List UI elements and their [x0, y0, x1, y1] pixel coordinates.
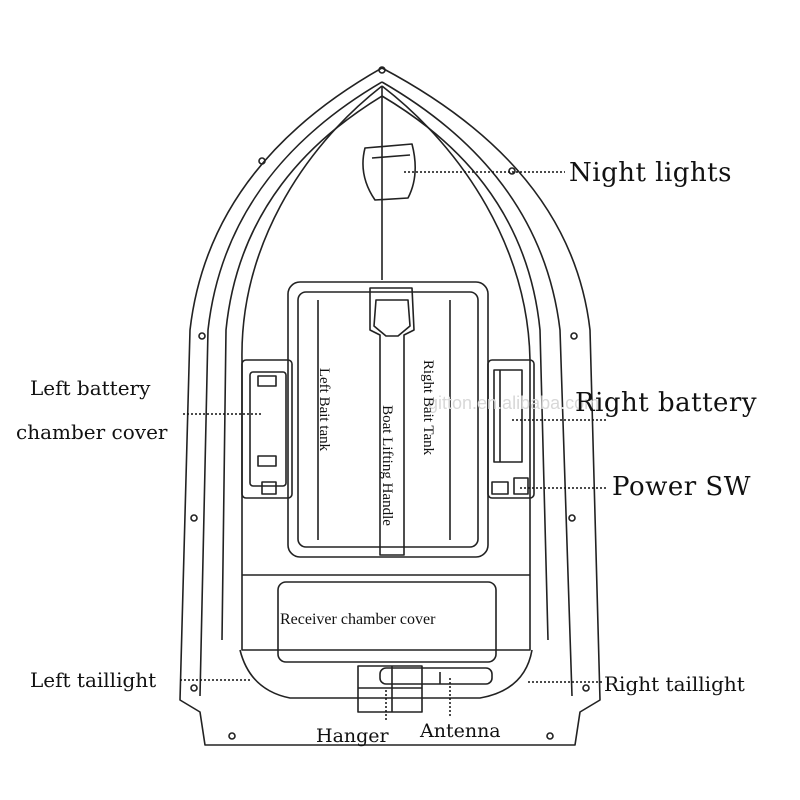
hanger-shape [357, 665, 423, 713]
deck-line [241, 85, 531, 651]
label-left-battery-line1: Left battery [30, 376, 151, 400]
label-left-battery-line2: chamber cover [16, 420, 168, 444]
lifting-handle [369, 287, 415, 556]
right-battery-housing [487, 359, 535, 499]
label-right-taillight: Right taillight [604, 672, 745, 696]
left-battery-cover [241, 359, 293, 499]
antenna-shape [379, 667, 493, 685]
night-light-shape [362, 143, 416, 201]
hull-gunwale-2 [221, 95, 383, 641]
label-left-taillight: Left taillight [30, 668, 157, 692]
stern-curve [239, 649, 533, 699]
hull-outer [179, 67, 601, 746]
watermark-text: gitton.en.alibaba.com [428, 393, 600, 413]
hull-gunwale-1 [199, 81, 383, 697]
label-right-bait-tank: Right Bait Tank [420, 359, 437, 456]
right-battery-block [493, 369, 523, 463]
label-antenna: Antenna [420, 720, 501, 742]
label-left-bait-tank: Left Bait tank [316, 367, 333, 452]
label-power-sw: Power SW [612, 472, 751, 502]
label-hanger: Hanger [316, 725, 389, 747]
receiver-cover [277, 581, 497, 663]
label-right-battery: Right battery [575, 388, 758, 418]
hull-gunwale-2r [381, 95, 549, 641]
hull-gunwale-1r [381, 81, 573, 697]
label-boat-lifting-handle: Boat Lifting Handle [378, 405, 395, 526]
power-switch-shape [513, 477, 529, 495]
label-night-lights: Night lights [569, 158, 732, 188]
label-receiver-chamber-cover: Receiver chamber cover [280, 611, 436, 628]
